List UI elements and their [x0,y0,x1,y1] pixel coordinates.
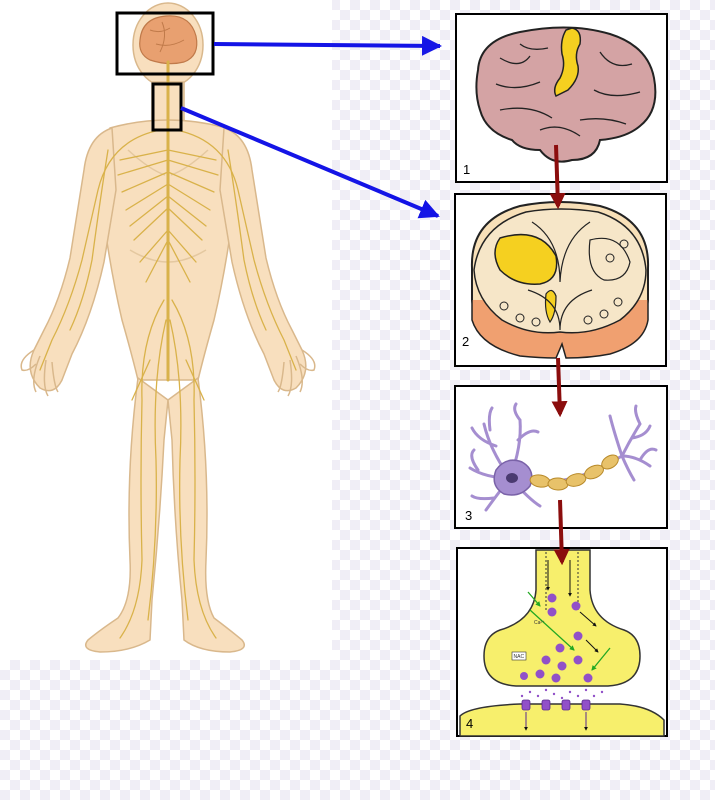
brain-highlight-box [115,11,215,76]
human-body-figure [20,2,316,653]
panel-1-brain: 1 [455,13,668,183]
flow-arrows [549,144,570,566]
nerve-network [39,60,297,639]
channel-label: NAC [514,654,525,660]
panel-2-number: 2 [462,334,469,349]
ventral-tract-highlight [544,289,557,324]
synaptic-vesicles [520,593,593,683]
motor-cortex-highlight [553,27,582,98]
panel-2-spinal-cord: 2 [454,193,667,367]
receptors [521,699,591,711]
panel-4-number: 4 [466,716,473,731]
right-leg [167,376,245,653]
panel-4-synapse: NAC Ca²⁺ 4 [456,547,668,737]
calcium-label: Ca²⁺ [534,620,545,626]
flow-arrow-2-to-3 [551,357,568,418]
panel-1-number: 1 [463,162,470,177]
left-arm [29,126,117,392]
spinal-highlight-box [151,82,183,132]
synapse-icon: NAC Ca²⁺ [459,549,665,737]
neuron-icon [468,402,658,512]
left-leg [85,376,169,653]
pointer-arrow-spinal-cord [180,106,440,219]
postsynaptic-membrane [459,703,665,737]
brain-icon [475,26,657,163]
panel-3-number: 3 [465,508,472,523]
right-arm [219,126,307,392]
body-brain [139,15,198,65]
flow-arrow-3-to-4 [553,499,570,566]
dorsal-column-highlight [494,233,558,285]
spinal-cord-section-icon [470,201,650,359]
neuron-nucleus [506,473,518,483]
flow-arrow-1-to-2 [549,144,566,210]
pointer-arrow-brain [213,35,442,56]
